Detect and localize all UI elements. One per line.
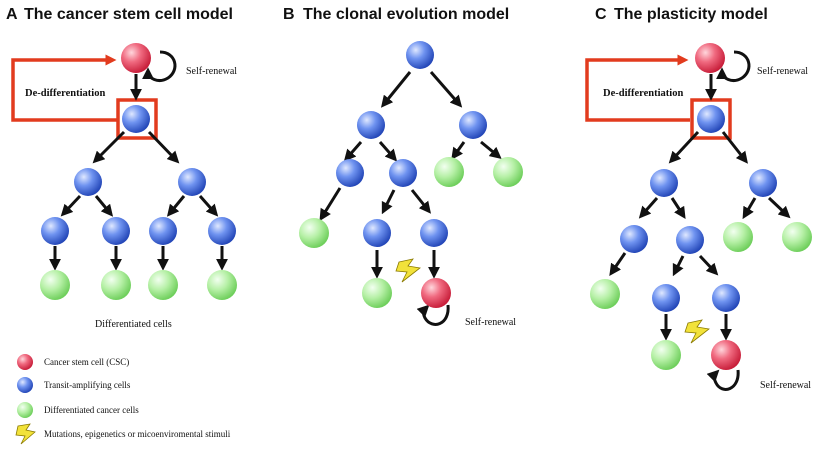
legend-item: Differentiated cancer cells: [17, 402, 139, 418]
panel-b-title-text: The clonal evolution model: [303, 6, 509, 23]
panel-b-arrows: [319, 71, 502, 279]
transit-cell: [149, 217, 177, 245]
transit-cell: [459, 111, 487, 139]
differentiated-cell: [40, 270, 70, 300]
transit-cell: [676, 226, 704, 254]
transit-cell: [74, 168, 102, 196]
self-renewal-loop-a: [142, 50, 177, 82]
self-renewal-loop-b: [416, 304, 450, 326]
differentiated-cell: [590, 279, 620, 309]
lightning-icon: [684, 319, 710, 344]
transit-cell: [336, 159, 364, 187]
differentiated-cell: [362, 278, 392, 308]
transit-cell: [178, 168, 206, 196]
de-differentiation-arrow: [585, 54, 690, 122]
differentiated-cell: [651, 340, 681, 370]
transit-cell: [208, 217, 236, 245]
panel-a-letter: A: [6, 6, 18, 23]
de-differentiation-label: De-differentiation: [25, 88, 105, 99]
differentiated-cell: [299, 218, 329, 248]
differentiated-cell: [101, 270, 131, 300]
transit-cell: [363, 219, 391, 247]
differentiated-cells-label: Differentiated cells: [95, 319, 172, 330]
transit-cell: [122, 105, 150, 133]
self-renewal-label-c-bottom: Self-renewal: [760, 380, 811, 391]
panel-c-arrows: [609, 74, 791, 341]
panel-b-letter: B: [283, 6, 295, 23]
transit-cell: [420, 219, 448, 247]
panel-b-diagram: Self-renewal: [299, 41, 523, 328]
legend: Cancer stem cell (CSC) Transit-amplifyin…: [15, 354, 231, 445]
differentiated-cell: [723, 222, 753, 252]
differentiated-cell: [434, 157, 464, 187]
panel-c-title-text: The plasticity model: [614, 6, 768, 23]
self-renewal-label-a: Self-renewal: [186, 66, 237, 77]
differentiated-cell: [148, 270, 178, 300]
panel-c-letter: C: [595, 6, 607, 23]
transit-cell: [620, 225, 648, 253]
csc-cell: [711, 340, 741, 370]
panel-a-arrows: [49, 74, 228, 271]
transit-cell: [652, 284, 680, 312]
transit-cell: [712, 284, 740, 312]
blue-cell-icon: [17, 377, 33, 393]
legend-item: Mutations, epigenetics or micoenviroment…: [15, 423, 231, 445]
legend-item: Transit-amplifying cells: [17, 377, 131, 393]
panel-c-title: C The plasticity model: [595, 6, 768, 23]
self-renewal-loop-c-bottom: [706, 369, 740, 391]
legend-label: Differentiated cancer cells: [44, 405, 139, 415]
self-renewal-label-b: Self-renewal: [465, 317, 516, 328]
differentiated-cell: [782, 222, 812, 252]
transit-cell: [697, 105, 725, 133]
lightning-icon: [395, 258, 421, 283]
legend-label: Transit-amplifying cells: [44, 380, 131, 390]
csc-cell: [121, 43, 151, 73]
transit-cell: [357, 111, 385, 139]
transit-cell: [749, 169, 777, 197]
csc-cell: [695, 43, 725, 73]
legend-label: Cancer stem cell (CSC): [44, 357, 129, 367]
panel-a-title: A The cancer stem cell model: [6, 6, 233, 23]
transit-cell: [389, 159, 417, 187]
red-cell-icon: [17, 354, 33, 370]
transit-cell: [406, 41, 434, 69]
panel-a-diagram: De-differentiation Self-renewal: [11, 43, 237, 330]
transit-cell: [102, 217, 130, 245]
csc-cell: [421, 278, 451, 308]
green-cell-icon: [17, 402, 33, 418]
de-differentiation-arrow: [11, 54, 118, 122]
legend-label: Mutations, epigenetics or micoenviroment…: [44, 429, 231, 439]
panel-b-title: B The clonal evolution model: [283, 6, 509, 23]
transit-cell: [41, 217, 69, 245]
self-renewal-loop-c-top: [716, 50, 751, 82]
legend-item: Cancer stem cell (CSC): [17, 354, 129, 370]
panel-c-diagram: De-differentiation Self-renewal Self-ren…: [585, 43, 812, 391]
differentiated-cell: [207, 270, 237, 300]
transit-cell: [650, 169, 678, 197]
panel-a-title-text: The cancer stem cell model: [24, 6, 233, 23]
de-differentiation-label-c: De-differentiation: [603, 88, 683, 99]
differentiated-cell: [493, 157, 523, 187]
lightning-icon: [15, 423, 36, 445]
self-renewal-label-c-top: Self-renewal: [757, 66, 808, 77]
